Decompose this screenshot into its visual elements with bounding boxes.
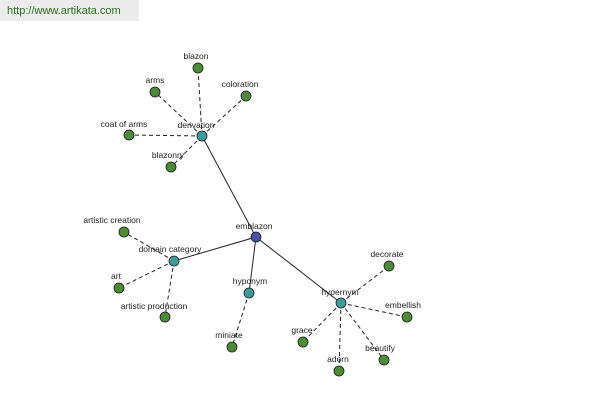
node-blazonry[interactable] bbox=[165, 161, 177, 173]
edge-derivation-to-coloration bbox=[201, 95, 247, 137]
node-coat-of-arms[interactable] bbox=[123, 129, 135, 141]
edge-derivation-to-blazon bbox=[197, 67, 203, 137]
label-embellish: embellish bbox=[385, 300, 421, 310]
label-coat-of-arms: coat of arms bbox=[101, 119, 148, 129]
label-domain-category: domain category bbox=[139, 244, 203, 254]
edge-emblazon-to-domain-category bbox=[173, 236, 257, 262]
edge-emblazon-to-hyponym bbox=[248, 236, 257, 294]
node-grace[interactable] bbox=[297, 336, 309, 348]
node-coloration[interactable] bbox=[240, 90, 252, 102]
edge-domain-category-to-art bbox=[118, 260, 175, 289]
label-emblazon: emblazon bbox=[236, 221, 273, 231]
source-url-banner: http://www.artikata.com bbox=[0, 0, 139, 21]
label-blazon: blazon bbox=[183, 51, 208, 61]
node-artistic-production[interactable] bbox=[159, 311, 171, 323]
label-adorn: adorn bbox=[327, 354, 349, 364]
edge-hypernym-to-decorate bbox=[340, 265, 390, 304]
nodes-layer bbox=[113, 62, 413, 377]
node-artistic-creation[interactable] bbox=[118, 226, 130, 238]
label-miniate: miniate bbox=[215, 330, 243, 340]
label-artistic-production: artistic production bbox=[121, 301, 188, 311]
node-decorate[interactable] bbox=[383, 260, 395, 272]
label-grace: grace bbox=[291, 325, 313, 335]
node-hypernym[interactable] bbox=[335, 297, 347, 309]
node-blazon[interactable] bbox=[192, 62, 204, 74]
labels-layer: emblazon derivation domain category hyponym… bbox=[83, 51, 421, 364]
node-emblazon[interactable] bbox=[250, 231, 262, 243]
label-decorate: decorate bbox=[370, 249, 403, 259]
edge-emblazon-to-derivation bbox=[201, 135, 257, 238]
label-blazonry: blazonry bbox=[152, 150, 185, 160]
label-artistic-creation: artistic creation bbox=[83, 215, 140, 225]
node-beautify[interactable] bbox=[378, 354, 390, 366]
label-hyponym: hyponym bbox=[233, 276, 268, 286]
edge-hypernym-to-embellish bbox=[340, 302, 408, 318]
edge-domain-category-to-artistic-production bbox=[164, 260, 175, 318]
edge-domain-category-to-artistic-creation bbox=[123, 231, 175, 262]
node-derivation[interactable] bbox=[196, 130, 208, 142]
edge-emblazon-to-hypernym bbox=[255, 236, 342, 304]
node-hyponym[interactable] bbox=[243, 287, 255, 299]
node-miniate[interactable] bbox=[226, 341, 238, 353]
edge-derivation-to-arms bbox=[154, 91, 203, 137]
label-hypernym: hypernym bbox=[321, 287, 358, 297]
edge-derivation-to-blazonry bbox=[170, 135, 203, 168]
node-arms[interactable] bbox=[149, 86, 161, 98]
edge-hyponym-to-miniate bbox=[231, 292, 250, 348]
label-art: art bbox=[111, 271, 122, 281]
edges-layer bbox=[118, 67, 408, 372]
source-url-link[interactable]: http://www.artikata.com bbox=[7, 5, 121, 17]
edge-hypernym-to-beautify bbox=[340, 302, 385, 361]
node-adorn[interactable] bbox=[333, 365, 345, 377]
node-embellish[interactable] bbox=[401, 311, 413, 323]
label-derivation: derivation bbox=[178, 120, 215, 130]
label-arms: arms bbox=[146, 75, 165, 85]
edge-hypernym-to-grace bbox=[302, 302, 342, 343]
node-art[interactable] bbox=[113, 282, 125, 294]
label-beautify: beautify bbox=[365, 343, 396, 353]
node-domain-category[interactable] bbox=[168, 255, 180, 267]
edge-hypernym-to-adorn bbox=[338, 302, 342, 372]
label-coloration: coloration bbox=[222, 79, 259, 89]
edge-derivation-to-coat-of-arms bbox=[128, 134, 203, 137]
